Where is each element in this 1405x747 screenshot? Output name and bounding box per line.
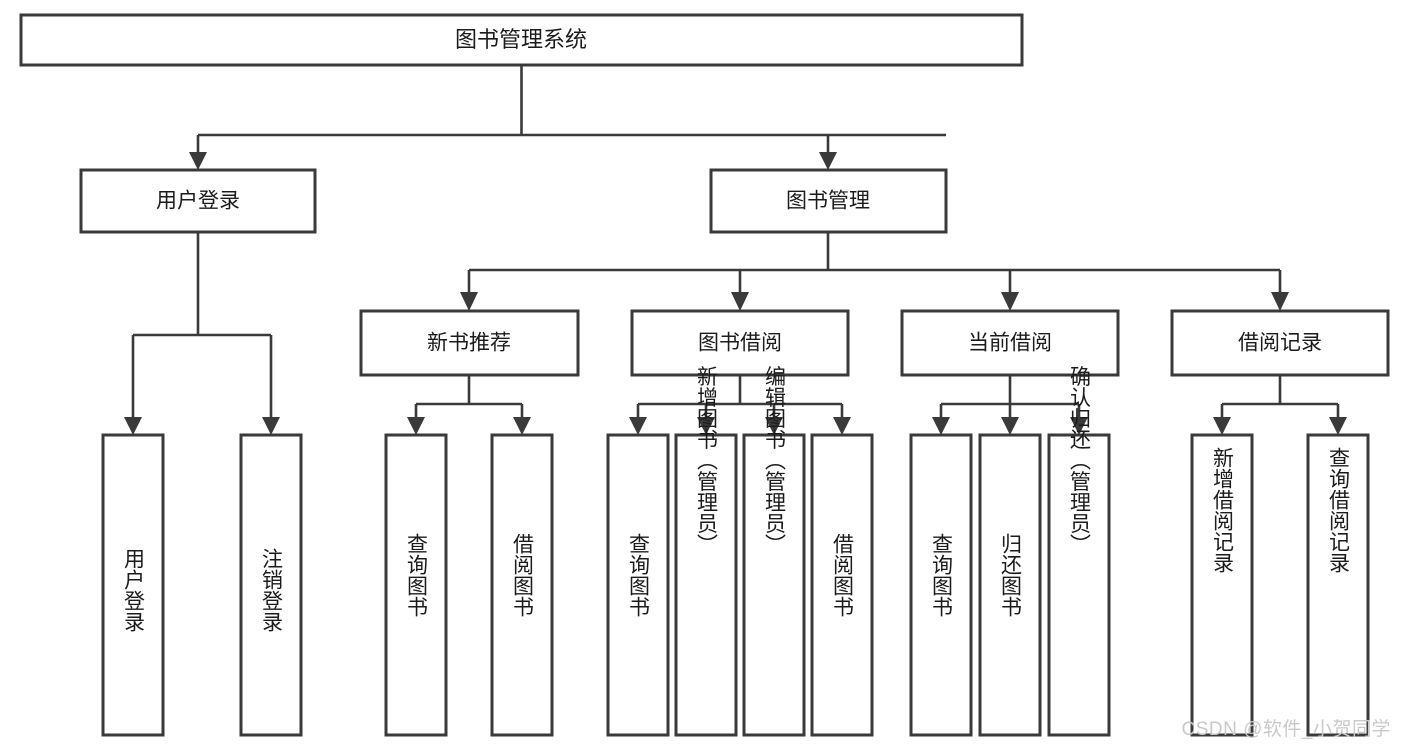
arrowhead-leaf-edit-book	[765, 417, 783, 435]
leaf-edit-book-label: 编辑图书（管理员）	[763, 366, 787, 555]
borrow-record-label: 借阅记录	[1238, 332, 1322, 355]
arrowhead-leaf-query-record	[1329, 417, 1347, 435]
arrowhead-user-login	[189, 152, 207, 170]
book-manage-label: 图书管理	[786, 190, 870, 213]
node-new-book-recommend[interactable]: 新书推荐	[359, 309, 580, 377]
arrowhead-leaf-query-book-1	[407, 417, 425, 435]
leaf-query-book-2-box[interactable]	[606, 433, 670, 737]
node-leaf-logout[interactable]: 注销登录	[239, 433, 303, 737]
node-leaf-query-book-3[interactable]: 查询图书	[909, 433, 973, 737]
node-leaf-borrow-book-1[interactable]: 借阅图书	[490, 433, 554, 737]
leaf-edit-book-box[interactable]	[742, 433, 806, 737]
leaf-add-book-box[interactable]	[674, 433, 738, 737]
new-book-recommend-box[interactable]	[359, 309, 580, 377]
arrowhead-new-book-recommend	[460, 292, 478, 311]
leaf-borrow-book-2-label: 借阅图书	[831, 533, 855, 617]
arrowhead-leaf-logout	[262, 417, 280, 435]
node-current-borrow[interactable]: 当前借阅	[900, 309, 1120, 377]
book-borrow-label: 图书借阅	[698, 332, 782, 355]
node-leaf-query-record[interactable]: 查询借阅记录	[1306, 433, 1370, 737]
leaf-borrow-book-2-box[interactable]	[810, 433, 874, 737]
watermark-text: CSDN @软件_小贺同学	[1181, 719, 1391, 740]
arrowhead-leaf-query-book-2	[629, 417, 647, 435]
leaf-query-record-box[interactable]	[1306, 433, 1370, 737]
arrowhead-book-manage	[819, 152, 837, 170]
book-manage-box[interactable]	[709, 168, 948, 234]
arrowhead-leaf-borrow-book-1	[513, 417, 531, 435]
borrow-record-box[interactable]	[1170, 309, 1390, 377]
node-book-borrow[interactable]: 图书借阅	[630, 309, 850, 377]
book-borrow-box[interactable]	[630, 309, 850, 377]
new-book-recommend-label: 新书推荐	[427, 332, 511, 355]
root-box[interactable]	[19, 13, 1024, 67]
leaf-return-book-box[interactable]	[978, 433, 1042, 737]
node-leaf-add-record[interactable]: 新增借阅记录	[1190, 433, 1254, 737]
node-leaf-confirm-return[interactable]: 确认归还（管理员）	[1047, 366, 1111, 737]
node-book-manage[interactable]: 图书管理	[709, 168, 948, 234]
leaf-query-book-3-box[interactable]	[909, 433, 973, 737]
arrowhead-book-borrow	[731, 292, 749, 311]
leaf-logout-box[interactable]	[239, 433, 303, 737]
root-label: 图书管理系统	[455, 27, 587, 52]
node-leaf-edit-book[interactable]: 编辑图书（管理员）	[742, 366, 806, 737]
leaf-logout-label: 注销登录	[260, 548, 284, 632]
node-leaf-user-login[interactable]: 用户登录	[101, 433, 165, 737]
user-login-box[interactable]	[79, 168, 317, 234]
user-login-label: 用户登录	[156, 190, 240, 213]
leaf-query-book-1-box[interactable]	[384, 433, 448, 737]
leaf-query-record-label: 查询借阅记录	[1327, 447, 1351, 573]
arrowhead-leaf-add-book	[697, 417, 715, 435]
arrowhead-leaf-confirm-return	[1070, 417, 1088, 435]
leaf-borrow-book-1-label: 借阅图书	[511, 533, 535, 617]
node-leaf-query-book-2[interactable]: 查询图书	[606, 433, 670, 737]
leaf-user-login-label: 用户登录	[122, 548, 146, 632]
leaf-confirm-return-label: 确认归还（管理员）	[1068, 366, 1092, 555]
leaf-borrow-book-1-box[interactable]	[490, 433, 554, 737]
leaf-return-book-label: 归还图书	[999, 533, 1023, 617]
arrowhead-leaf-user-login	[124, 417, 142, 435]
arrowhead-leaf-return-book	[1001, 417, 1019, 435]
arrowhead-leaf-query-book-3	[932, 417, 950, 435]
connector-layer	[124, 65, 1347, 435]
node-leaf-borrow-book-2[interactable]: 借阅图书	[810, 433, 874, 737]
leaf-query-book-3-label: 查询图书	[930, 533, 954, 617]
current-borrow-box[interactable]	[900, 309, 1120, 377]
leaf-user-login-box[interactable]	[101, 433, 165, 737]
node-borrow-record[interactable]: 借阅记录	[1170, 309, 1390, 377]
node-root[interactable]: 图书管理系统	[19, 13, 1024, 67]
arrowhead-current-borrow	[1001, 292, 1019, 311]
leaf-add-book-label: 新增图书（管理员）	[695, 366, 719, 555]
node-user-login[interactable]: 用户登录	[79, 168, 317, 234]
node-leaf-add-book[interactable]: 新增图书（管理员）	[674, 366, 738, 737]
leaf-add-record-box[interactable]	[1190, 433, 1254, 737]
leaf-query-book-2-label: 查询图书	[627, 533, 651, 617]
node-leaf-return-book[interactable]: 归还图书	[978, 433, 1042, 737]
leaf-query-book-1-label: 查询图书	[405, 533, 429, 617]
current-borrow-label: 当前借阅	[968, 332, 1052, 355]
leaf-confirm-return-box[interactable]	[1047, 433, 1111, 737]
leaf-add-record-label: 新增借阅记录	[1211, 447, 1235, 573]
arrowhead-borrow-record	[1271, 292, 1289, 311]
arrowhead-leaf-add-record	[1213, 417, 1231, 435]
arrowhead-leaf-borrow-book-2	[833, 417, 851, 435]
node-leaf-query-book-1[interactable]: 查询图书	[384, 433, 448, 737]
